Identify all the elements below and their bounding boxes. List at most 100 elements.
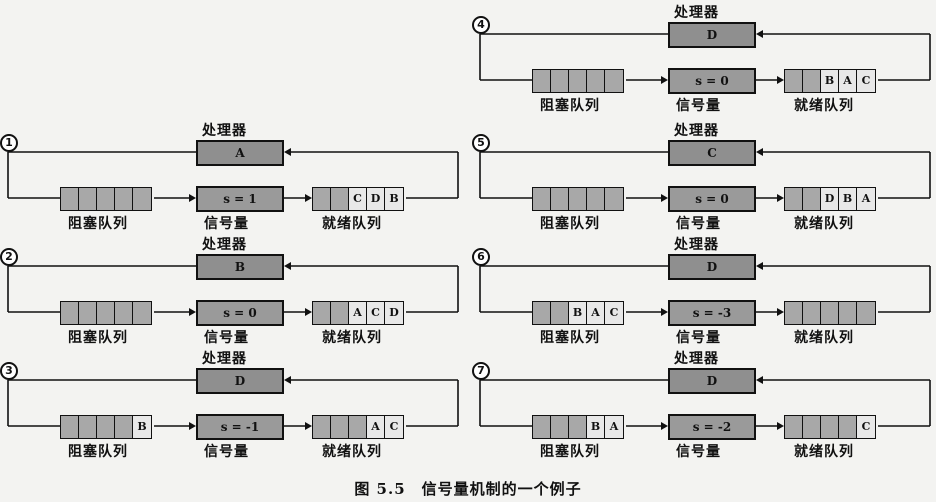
flow-lines xyxy=(7,376,459,430)
semaphore-box: s = -2 xyxy=(668,414,756,440)
blocked-queue-label: 阻塞队列 xyxy=(68,216,128,232)
blocked-queue-slot xyxy=(533,188,551,210)
ready-queue-slot xyxy=(785,70,803,92)
ready-queue-slot xyxy=(785,416,803,438)
blocked-queue-slot xyxy=(569,70,587,92)
ready-queue-label: 就绪队列 xyxy=(794,98,854,114)
blocked-queue xyxy=(60,301,152,325)
blocked-queue-slot xyxy=(533,70,551,92)
semaphore-label: 信号量 xyxy=(204,330,249,346)
processor-label: 处理器 xyxy=(674,5,719,21)
processor-label: 处理器 xyxy=(674,351,719,367)
blocked-queue-slot: B xyxy=(587,416,605,438)
arrow-to-semaphore xyxy=(189,308,196,316)
step-number: 5 xyxy=(472,134,490,152)
flow-lines xyxy=(479,262,931,316)
flow-lines xyxy=(479,30,931,84)
arrow-to-processor xyxy=(756,262,763,270)
blocked-queue-slot xyxy=(551,70,569,92)
arrow-to-processor xyxy=(756,148,763,156)
step-number: 3 xyxy=(0,362,18,380)
blocked-queue-slot xyxy=(61,302,79,324)
blocked-queue-slot xyxy=(551,302,569,324)
processor-box: D xyxy=(196,368,284,394)
ready-queue-slot xyxy=(821,416,839,438)
arrow-to-ready xyxy=(777,308,784,316)
ready-queue: C xyxy=(784,415,876,439)
blocked-queue-slot: B xyxy=(569,302,587,324)
ready-queue-slot: A xyxy=(839,70,857,92)
ready-queue-slot: C xyxy=(857,416,875,438)
ready-queue-slot xyxy=(803,302,821,324)
blocked-queue-slot xyxy=(115,302,133,324)
processor-box: C xyxy=(668,140,756,166)
flow-lines xyxy=(479,148,931,202)
flow-lines xyxy=(7,148,459,202)
semaphore-box: s = 1 xyxy=(196,186,284,212)
processor-box: D xyxy=(668,254,756,280)
ready-queue-slot xyxy=(349,416,367,438)
blocked-queue-slot xyxy=(97,302,115,324)
blocked-queue xyxy=(532,69,624,93)
arrow-to-processor xyxy=(284,262,291,270)
semaphore-label: 信号量 xyxy=(676,444,721,460)
semaphore-label: 信号量 xyxy=(676,330,721,346)
semaphore-box: s = -3 xyxy=(668,300,756,326)
arrow-to-semaphore xyxy=(661,194,668,202)
ready-queue-slot: D xyxy=(385,302,403,324)
ready-queue-slot xyxy=(785,302,803,324)
ready-queue-slot xyxy=(313,302,331,324)
arrow-to-processor xyxy=(756,30,763,38)
ready-queue-slot: D xyxy=(367,188,385,210)
ready-queue-label: 就绪队列 xyxy=(794,330,854,346)
blocked-queue-slot xyxy=(133,302,151,324)
arrow-to-semaphore xyxy=(189,194,196,202)
flow-lines xyxy=(479,376,931,430)
ready-queue-label: 就绪队列 xyxy=(794,444,854,460)
blocked-queue-slot: A xyxy=(587,302,605,324)
ready-queue-slot: D xyxy=(821,188,839,210)
ready-queue-slot: A xyxy=(349,302,367,324)
ready-queue-slot xyxy=(803,70,821,92)
ready-queue-slot: C xyxy=(367,302,385,324)
blocked-queue-slot xyxy=(79,188,97,210)
blocked-queue-label: 阻塞队列 xyxy=(540,330,600,346)
ready-queue-slot xyxy=(803,416,821,438)
ready-queue-label: 就绪队列 xyxy=(322,216,382,232)
ready-queue-label: 就绪队列 xyxy=(794,216,854,232)
step-number: 7 xyxy=(472,362,490,380)
blocked-queue-slot xyxy=(587,70,605,92)
blocked-queue-slot xyxy=(133,188,151,210)
blocked-queue xyxy=(532,187,624,211)
ready-queue-slot: C xyxy=(857,70,875,92)
blocked-queue-label: 阻塞队列 xyxy=(540,444,600,460)
processor-box: D xyxy=(668,368,756,394)
ready-queue-slot xyxy=(331,188,349,210)
arrow-to-ready xyxy=(305,194,312,202)
blocked-queue-slot: A xyxy=(605,416,623,438)
arrow-to-ready xyxy=(777,194,784,202)
semaphore-label: 信号量 xyxy=(204,444,249,460)
ready-queue-slot: B xyxy=(821,70,839,92)
blocked-queue-slot xyxy=(569,188,587,210)
processor-box: A xyxy=(196,140,284,166)
blocked-queue-slot xyxy=(115,188,133,210)
ready-queue-slot: C xyxy=(385,416,403,438)
arrow-to-ready xyxy=(305,422,312,430)
arrow-to-semaphore xyxy=(661,76,668,84)
blocked-queue-slot xyxy=(605,188,623,210)
ready-queue xyxy=(784,301,876,325)
blocked-queue-label: 阻塞队列 xyxy=(68,444,128,460)
blocked-queue: B xyxy=(60,415,152,439)
semaphore-label: 信号量 xyxy=(204,216,249,232)
processor-label: 处理器 xyxy=(202,123,247,139)
semaphore-box: s = 0 xyxy=(668,186,756,212)
processor-box: B xyxy=(196,254,284,280)
